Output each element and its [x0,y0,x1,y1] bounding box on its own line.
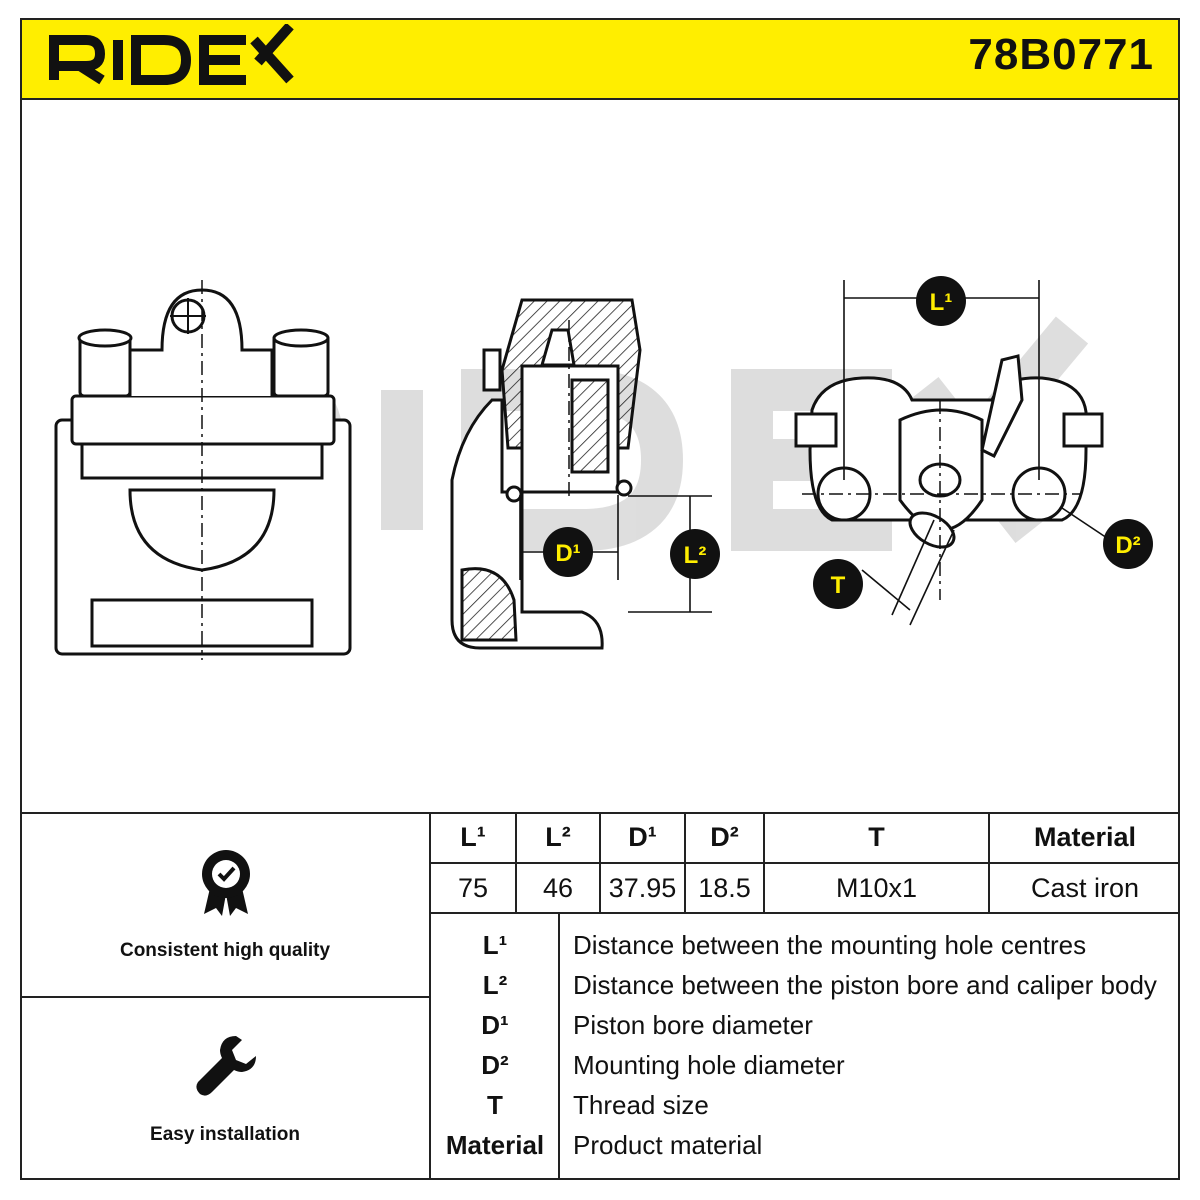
callout-d2 [1103,519,1153,569]
legend-desc-material: Product material [573,1130,763,1160]
legend-desc-d1: Piston bore diameter [573,1010,813,1040]
callout-l2-label: L² [684,542,707,569]
ridex-logo [49,24,294,85]
spec-value-d2: 18.5 [698,872,751,903]
spec-col-divider-2 [599,813,601,913]
spec-value-d1: 37.95 [608,872,677,903]
legend-key-d1: D¹ [481,1010,509,1040]
legend-key-material: Material [445,1130,545,1160]
spec-header-l1: L¹ [460,822,486,852]
spec-header-d2: D² [710,822,739,852]
spec-value-l1: 75 [457,872,489,903]
feature-quality-label: Consistent high quality [119,940,331,961]
callout-t [813,559,863,609]
callout-d2-label: D² [1115,532,1140,559]
spec-header-d1: D¹ [628,822,657,852]
feature-installation-label: Easy installation [150,1124,300,1145]
spec-col-divider-5 [988,813,990,913]
caliper-drawing: L¹ D¹ L² D² T [54,276,1153,660]
part-number: 78B0771 [968,30,1154,79]
caliper-front-view [54,280,352,660]
spec-header-material: Material [1033,822,1137,852]
callout-d1-label: D¹ [555,540,580,567]
divider-features [20,996,430,998]
callout-l1 [916,276,966,326]
callout-t-label: T [831,572,846,599]
spec-col-divider-4 [763,813,765,913]
legend-desc-t: Thread size [573,1090,709,1120]
spec-value-t: M10x1 [835,872,918,903]
spec-value-material: Cast iron [1030,872,1140,903]
legend-col-divider [558,913,560,1180]
divider-features-specs [429,812,431,1180]
legend-key-l2: L² [482,970,508,1000]
legend-key-l1: L¹ [482,930,508,960]
spec-table-bottom [430,912,1180,914]
spec-col-divider-1 [515,813,517,913]
legend-key-t: T [487,1090,503,1120]
callout-l1-label: L¹ [930,289,953,316]
caliper-rear-view [794,354,1104,600]
spec-col-divider-3 [684,813,686,913]
spec-table-row-divider [430,862,1180,864]
quality-badge-icon [202,850,250,916]
legend-desc-l2: Distance between the piston bore and cal… [573,970,1157,1000]
legend-desc-l1: Distance between the mounting hole centr… [573,930,1087,960]
callout-l2 [670,529,720,579]
spec-value-l2: 46 [542,872,574,903]
callout-d1 [543,527,593,577]
wrench-icon [196,1036,256,1096]
legend-desc-d2: Mounting hole diameter [573,1050,845,1080]
legend-key-d2: D² [481,1050,509,1080]
caliper-section-view [450,298,642,650]
spec-header-t: T [868,822,885,852]
spec-header-l2: L² [545,822,571,852]
